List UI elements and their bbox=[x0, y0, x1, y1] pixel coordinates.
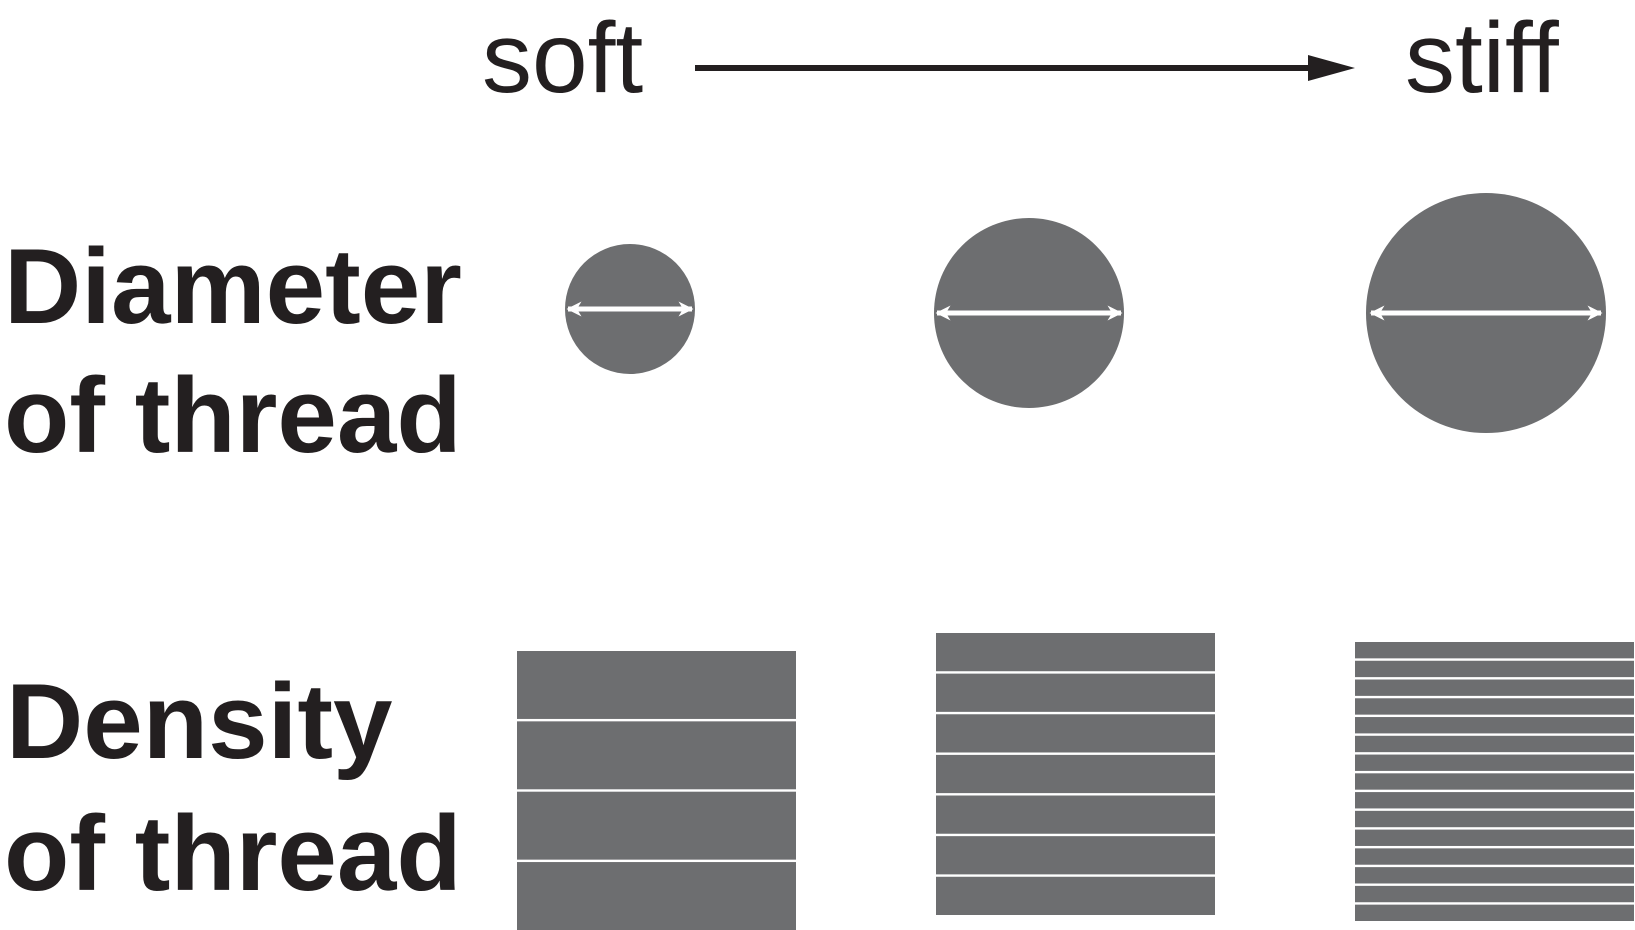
thread-band bbox=[1355, 642, 1634, 659]
thread-band bbox=[1355, 660, 1634, 678]
thread-band bbox=[1355, 773, 1634, 790]
density-row: Density of thread bbox=[4, 633, 1634, 930]
thread-band bbox=[517, 721, 796, 790]
thread-band bbox=[517, 862, 796, 930]
density-row-label-line1: Density bbox=[6, 661, 393, 781]
thread-cross-section-large bbox=[1366, 193, 1606, 433]
thread-band bbox=[936, 673, 1215, 712]
thread-band bbox=[1355, 698, 1634, 715]
thread-cross-section-small bbox=[565, 244, 695, 374]
thread-band bbox=[1355, 735, 1634, 753]
thread-stack-low bbox=[517, 651, 796, 930]
thread-band bbox=[1355, 754, 1634, 771]
thread-band bbox=[936, 795, 1215, 834]
thread-band bbox=[1355, 792, 1634, 809]
thread-band bbox=[1355, 848, 1634, 865]
thread-band bbox=[1355, 867, 1634, 884]
thread-band bbox=[936, 754, 1215, 794]
thread-band bbox=[1355, 717, 1634, 734]
diameter-row-label-line2-text: of thread bbox=[4, 355, 462, 475]
scale-start-label: soft bbox=[482, 2, 643, 114]
thread-stack-medium bbox=[936, 633, 1215, 915]
right-arrow-icon bbox=[695, 55, 1355, 81]
diameter-row: Diameter of thread bbox=[4, 193, 1606, 475]
thread-stack-high bbox=[1355, 642, 1634, 921]
thread-band bbox=[936, 836, 1215, 875]
thread-cross-section-medium bbox=[934, 218, 1124, 408]
thread-band bbox=[1355, 885, 1634, 903]
thread-band bbox=[1355, 904, 1634, 921]
diameter-row-label: Diameter bbox=[4, 226, 462, 346]
density-row-label-line2-text: of thread bbox=[4, 793, 462, 913]
diameter-row-label-line2: of thread bbox=[4, 355, 462, 475]
thread-band bbox=[936, 714, 1215, 753]
thread-band bbox=[1355, 829, 1634, 846]
thread-band bbox=[517, 791, 796, 860]
stiffness-scale: soft stiff bbox=[482, 2, 1559, 114]
scale-end-label: stiff bbox=[1405, 2, 1559, 114]
density-row-label-line2: of thread bbox=[4, 793, 462, 913]
thread-band bbox=[517, 651, 796, 719]
thread-band bbox=[1355, 810, 1634, 828]
thread-band bbox=[936, 633, 1215, 672]
diameter-row-label-line1: Diameter bbox=[4, 226, 462, 346]
density-row-label: Density bbox=[6, 661, 393, 781]
thread-band bbox=[936, 876, 1215, 915]
thread-band bbox=[1355, 679, 1634, 696]
